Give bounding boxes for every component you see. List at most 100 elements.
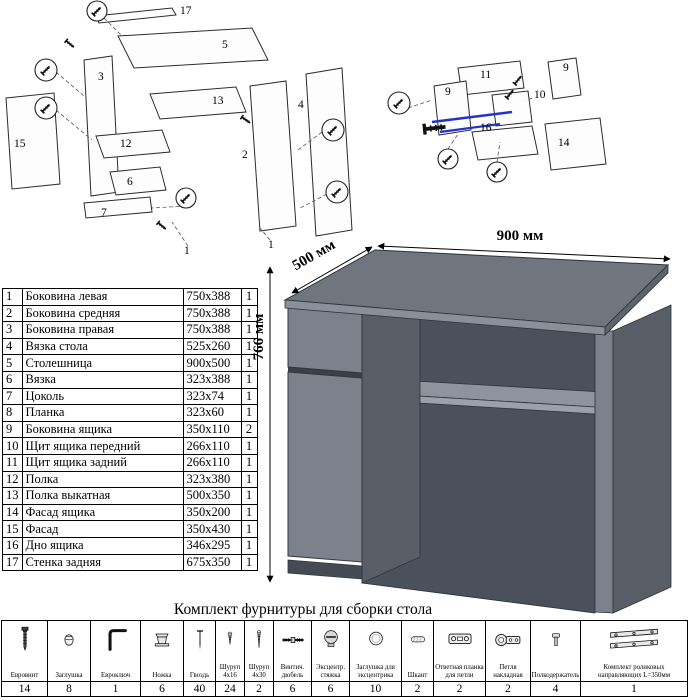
hardware-item-qty: 4 <box>531 681 580 696</box>
part-label: 13 <box>212 95 224 107</box>
desk-panels <box>5 7 353 237</box>
height-dimension-label: 766 мм <box>251 314 267 361</box>
depth-dimension-label: 500 мм <box>290 237 338 274</box>
panel-plinth <box>83 196 153 219</box>
part-size: 525x260 <box>182 337 242 356</box>
hardware-item-qty: 2 <box>402 681 433 696</box>
cam-lock-icon <box>312 621 349 658</box>
part-name: Полка <box>21 470 184 489</box>
part-label: 7 <box>101 207 107 219</box>
shelf-support-icon <box>531 621 580 658</box>
hardware-item: Шкант 2 <box>401 621 433 696</box>
panel-drawer-front-inner <box>491 90 533 127</box>
part-name: Планка <box>21 404 184 422</box>
panel-drawer-side <box>547 57 582 100</box>
part-number: 16 <box>2 536 23 555</box>
part-size: 350x200 <box>182 503 242 522</box>
part-size: 750x388 <box>182 321 242 339</box>
part-number: 1 <box>2 288 23 306</box>
part-size: 266x110 <box>182 437 242 455</box>
width-dimension-label: 900 мм <box>497 228 544 244</box>
part-label: 12 <box>120 138 132 150</box>
part-number: 6 <box>2 370 23 389</box>
desk-illustration: 900 мм 500 мм 766 мм <box>251 228 672 614</box>
part-number: 3 <box>2 321 23 339</box>
dimension-height: 766 мм <box>251 266 274 583</box>
screw-4x16-icon <box>216 621 244 658</box>
part-number: 13 <box>2 487 23 505</box>
cam-cap-icon <box>350 621 401 658</box>
hardware-item: Заглушка 8 <box>47 621 90 696</box>
part-name: Щит ящика передний <box>21 437 184 455</box>
part-label: 2 <box>242 149 248 161</box>
wooden-dowel-icon <box>402 621 433 658</box>
drawer-panels <box>433 57 607 171</box>
exploded-diagram-drawer: 11 9 9 10 16 14 <box>387 57 607 183</box>
hardware-item-name: Полкодержатель <box>531 672 580 680</box>
hardware-item-name: Евровинт <box>10 672 39 680</box>
hardware-item-name: Шуруп 4x16 <box>219 664 241 680</box>
hardware-kit-table: Евровинт 14 Заглушка 8 Евроключ 1 <box>1 620 688 697</box>
part-name: Боковина средняя <box>21 304 184 323</box>
part-size: 323x380 <box>182 470 242 489</box>
part-label: 1 <box>184 245 190 257</box>
part-number: 11 <box>2 453 23 472</box>
hardware-item-qty: 8 <box>48 681 90 696</box>
panel-pullout-shelf <box>149 86 247 120</box>
hardware-item-name: Ответная планка для петли <box>435 664 484 680</box>
leader-lines <box>407 97 533 163</box>
part-name: Фасад <box>21 520 184 538</box>
part-number: 7 <box>2 387 23 406</box>
right-leg-side <box>612 304 672 614</box>
pedestal-base <box>287 559 363 580</box>
hardware-item: Евроключ 1 <box>90 621 140 696</box>
hardware-item: Эксцентр. стяжка 6 <box>311 621 349 696</box>
hardware-item: Полкодержатель 4 <box>530 621 580 696</box>
hardware-item: Гвоздь 40 <box>183 621 215 696</box>
right-leg-front <box>594 329 614 614</box>
hardware-item-qty: 2 <box>434 681 485 696</box>
hardware-item: Винтич. дюбель 6 <box>273 621 311 696</box>
part-label: 11 <box>480 69 491 81</box>
part-size: 675x350 <box>182 553 242 572</box>
panel-shelf <box>95 129 171 159</box>
panel-tie <box>305 67 353 237</box>
part-name: Боковина ящика <box>21 420 184 439</box>
hardware-item: Ножка 6 <box>140 621 183 696</box>
part-labels: 17 5 3 13 12 6 7 15 2 4 1 1 <box>14 5 304 257</box>
part-size: 266x110 <box>182 453 242 472</box>
part-label: 16 <box>480 122 492 134</box>
part-size: 323x388 <box>182 370 242 389</box>
part-size: 323x60 <box>182 404 242 422</box>
drawer-gap <box>288 367 362 378</box>
part-name: Столешница <box>21 354 184 372</box>
hardware-item: Комплект роликовых направляющих L=350мм … <box>580 621 687 696</box>
hardware-item-name: Винтич. дюбель <box>280 664 305 680</box>
part-label: 9 <box>445 86 451 98</box>
part-size: 350x110 <box>182 420 242 439</box>
leader-lines <box>55 17 328 247</box>
hardware-item-qty: 6 <box>274 681 311 696</box>
door-front <box>287 371 363 563</box>
hardware-item: Заглушка для эксцентрика 10 <box>349 621 401 696</box>
part-qty: 1 <box>240 553 258 572</box>
hardware-item-name: Ножка <box>152 672 172 680</box>
part-label: 15 <box>14 138 26 150</box>
panel-stretcher <box>109 166 167 196</box>
hardware-item-qty: 2 <box>245 681 273 696</box>
part-label: 10 <box>534 89 546 101</box>
panel-drawer-facade <box>544 117 607 171</box>
part-name: Дно ящика <box>21 536 184 555</box>
part-name: Вязка стола <box>21 337 184 356</box>
part-labels: 11 9 9 10 16 14 <box>445 62 570 149</box>
part-qty: 1 <box>240 370 258 389</box>
part-label: 9 <box>563 62 569 74</box>
